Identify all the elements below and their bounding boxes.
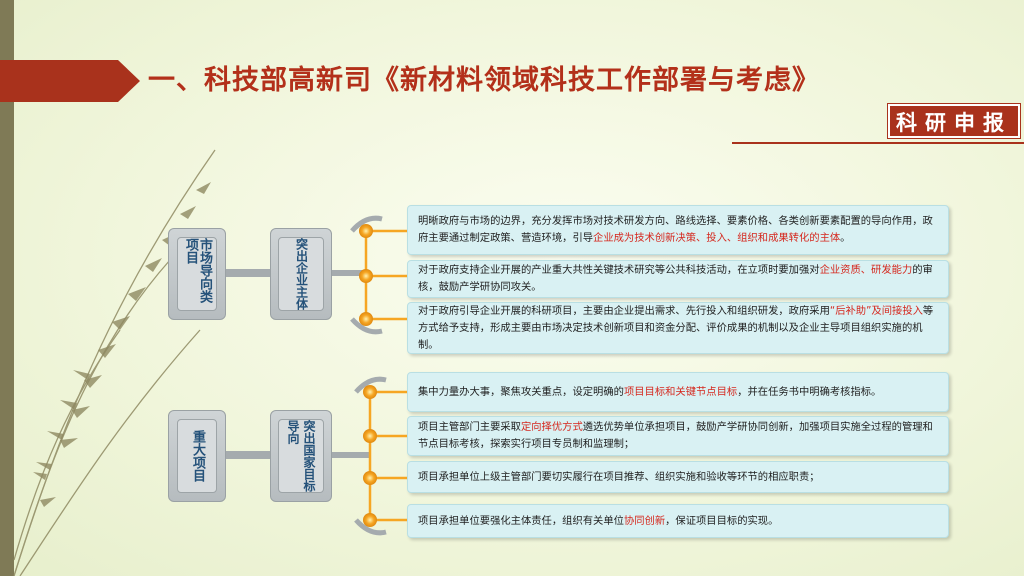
- body-text: 遴选优势单位承担项目，鼓励产学研协同创新，加强项目实施全过程的管理和节点目标考核…: [418, 421, 933, 450]
- item-text: 明晰政府与市场的边界，充分发挥市场对技术研发方向、路线选择、要素价格、各类创新要…: [418, 213, 938, 247]
- body-text: 集中力量办大事，聚焦攻关重点，设定明确的: [418, 385, 624, 398]
- item-text: 对于政府支持企业开展的产业重大共性关键技术研究等公共科技活动，在立项时要加强对企…: [418, 262, 938, 296]
- subcategory-box-national: 突出国家目标导向: [270, 410, 332, 502]
- body-text: 项目主管部门主要采取: [418, 421, 521, 433]
- item-text: 项目主管部门主要采取定向择优方式遴选优势单位承担项目，鼓励产学研协同创新，加强项…: [418, 419, 938, 453]
- body-text: 项目承担单位要强化主体责任，组织有关单位: [418, 514, 624, 527]
- body-text: 项目承担单位上级主管部门要切实履行在项目推荐、组织实施和验收等环节的相应职责；: [418, 470, 820, 483]
- category-label: 重大项目: [177, 419, 217, 493]
- category-label: 市场导向类项目: [177, 237, 217, 311]
- body-text: ，并在任务书中明确考核指标。: [737, 385, 882, 398]
- item-text: 项目承担单位上级主管部门要切实履行在项目推荐、组织实施和验收等环节的相应职责；: [418, 469, 820, 486]
- body-text: 明晰政府与市场的边界，充分发挥市场对技术研发方向、路线选择、要素价格、各类创新要…: [418, 215, 933, 244]
- item-box: 明晰政府与市场的边界，充分发挥市场对技术研发方向、路线选择、要素价格、各类创新要…: [407, 205, 949, 255]
- body-text: ，保证项目目标的实现。: [665, 514, 779, 527]
- body-text: 。: [840, 232, 851, 244]
- item-box: 项目主管部门主要采取定向择优方式遴选优势单位承担项目，鼓励产学研协同创新，加强项…: [407, 416, 949, 456]
- subcategory-label: 突出企业主体: [278, 237, 324, 311]
- body-text: 对于政府支持企业开展的产业重大共性关键技术研究等公共科技活动，在立项时要加强对: [418, 264, 820, 276]
- item-box: 项目承担单位上级主管部门要切实履行在项目推荐、组织实施和验收等环节的相应职责；: [407, 461, 949, 493]
- group1-connectors: [222, 215, 407, 335]
- highlight-text: 协同创新: [623, 514, 666, 527]
- item-box: 对于政府支持企业开展的产业重大共性关键技术研究等公共科技活动，在立项时要加强对企…: [407, 260, 949, 298]
- badge-underline: [732, 142, 1024, 144]
- highlight-text: “后补助”及间接投入: [829, 304, 923, 317]
- item-text: 项目承担单位要强化主体责任，组织有关单位协同创新，保证项目目标的实现。: [418, 513, 778, 530]
- category-box-major: 重大项目: [168, 410, 226, 502]
- item-box: 集中力量办大事，聚焦攻关重点，设定明确的项目目标和关键节点目标，并在任务书中明确…: [407, 372, 949, 412]
- subcategory-label: 突出国家目标导向: [278, 419, 324, 493]
- item-box: 对于政府引导企业开展的科研项目，主要由企业提出需求、先行投入和组织研发，政府采用…: [407, 302, 949, 354]
- highlight-text: 项目目标和关键节点目标: [623, 385, 738, 398]
- body-text: 的审核，鼓励产学研协同攻关。: [418, 264, 933, 293]
- page-title: 一、科技部高新司《新材料领域科技工作部署与考虑》: [148, 65, 820, 96]
- subcategory-box-enterprise: 突出企业主体: [270, 228, 332, 320]
- body-text: 等方式给予支持，形成主要由市场决定技术创新项目和资金分配、评价成果的机制以及企业…: [418, 304, 934, 351]
- highlight-text: 企业成为技术创新决策、投入、组织和成果转化的主体: [593, 232, 841, 244]
- item-text: 对于政府引导企业开展的科研项目，主要由企业提出需求、先行投入和组织研发，政府采用…: [418, 303, 938, 354]
- highlight-text: 企业资质、研发能力: [819, 264, 913, 276]
- item-box: 项目承担单位要强化主体责任，组织有关单位协同创新，保证项目目标的实现。: [407, 504, 949, 538]
- section-badge: 科研申报: [887, 103, 1021, 139]
- item-text: 集中力量办大事，聚焦攻关重点，设定明确的项目目标和关键节点目标，并在任务书中明确…: [418, 384, 881, 401]
- left-accent-bar: [0, 0, 14, 576]
- highlight-text: 定向择优方式: [520, 421, 583, 433]
- title-arrow: [0, 60, 140, 102]
- body-text: 对于政府引导企业开展的科研项目，主要由企业提出需求、先行投入和组织研发，政府采用: [418, 304, 830, 317]
- category-box-market: 市场导向类项目: [168, 228, 226, 320]
- group2-connectors: [222, 376, 407, 536]
